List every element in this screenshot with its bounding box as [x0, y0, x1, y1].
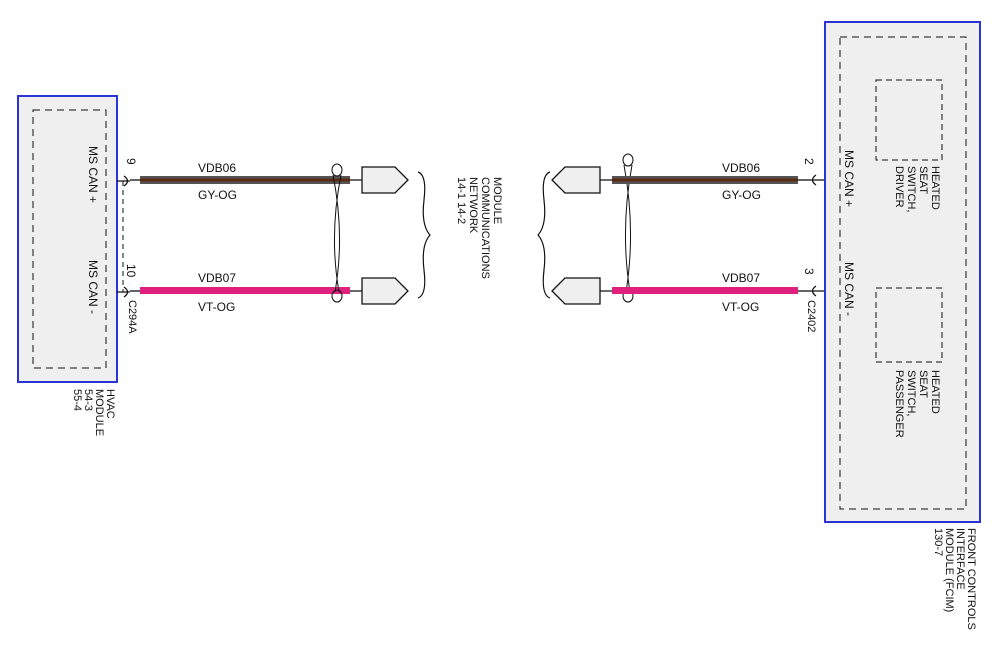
- fcim-pin-2: 2: [802, 158, 816, 165]
- right-wire-top-circuit: VDB06: [722, 161, 760, 175]
- fcim-module: MS CAN + MS CAN - HEATED SEAT SWITCH, DR…: [824, 21, 981, 630]
- left-twisted-pair-symbol: [331, 163, 343, 303]
- passenger-switch-line-1: HEATED: [929, 370, 941, 414]
- fcim-pin-3: 3: [802, 268, 816, 275]
- driver-switch-line-3: SWITCH,: [905, 166, 917, 212]
- fcim-module-box: [824, 21, 981, 523]
- driver-switch-line-1: HEATED: [929, 166, 941, 210]
- fcim-pin-label-can-plus: MS CAN +: [842, 150, 856, 207]
- right-wire-bottom-circuit: VDB07: [722, 271, 760, 285]
- hvac-pin-10: 10: [124, 264, 138, 278]
- heated-seat-switch-passenger-box: [875, 287, 943, 363]
- right-arrow-connector-top: [551, 166, 612, 194]
- fcim-module-name-line-2: INTERFACE: [954, 528, 966, 590]
- hvac-pin-10-symbol: [117, 286, 130, 298]
- hvac-module: MS CAN + MS CAN - HVAC MODULE 54-3 55-4: [17, 95, 118, 436]
- driver-switch-line-2: SEAT: [917, 166, 929, 194]
- right-wire-top-color: GY-OG: [722, 188, 761, 202]
- network-note-line-1: MODULE: [491, 177, 503, 224]
- right-arrow-connector-bottom: [551, 277, 612, 305]
- right-wire-bottom-color: VT-OG: [722, 300, 759, 314]
- network-note-line-4: 14-1 14-2: [455, 177, 467, 224]
- driver-switch-line-4: DRIVER: [893, 166, 905, 208]
- left-wire-bottom: VDB07 VT-OG: [130, 271, 350, 314]
- passenger-switch-line-2: SEAT: [917, 370, 929, 398]
- right-wire-bottom: VDB07 VT-OG: [612, 271, 810, 314]
- fcim-module-name-line-4: 130-7: [932, 528, 944, 556]
- hvac-pin-9: 9: [124, 158, 138, 165]
- network-note-line-3: NETWORK: [467, 177, 479, 234]
- hvac-pin-label-can-minus: MS CAN -: [86, 260, 100, 314]
- left-wire-top-color: GY-OG: [198, 188, 237, 202]
- hvac-connector-id: C294A: [126, 300, 138, 334]
- fcim-pin-label-can-minus: MS CAN -: [842, 262, 856, 316]
- fcim-module-name-line-3: MODULE (FCIM): [943, 528, 955, 612]
- left-wire-top: VDB06 GY-OG: [130, 161, 350, 202]
- left-wire-bottom-body: [140, 287, 350, 294]
- hvac-module-name-line-3: 54-3: [82, 389, 94, 411]
- right-wire-top: VDB06 GY-OG: [612, 161, 810, 202]
- passenger-switch-line-4: PASSENGER: [893, 370, 905, 438]
- fcim-module-inner-dashed: [839, 36, 967, 510]
- hvac-module-inner-dashed: [32, 109, 107, 369]
- left-brace: [417, 171, 431, 299]
- passenger-switch-line-3: SWITCH,: [905, 370, 917, 416]
- heated-seat-switch-driver-box: [875, 79, 943, 161]
- fcim-module-name-line-1: FRONT CONTROLS: [965, 528, 977, 630]
- right-brace: [537, 171, 551, 299]
- hvac-module-box: [17, 95, 118, 383]
- fcim-pin-3-symbol: [810, 285, 824, 297]
- left-arrow-connector-top: [350, 166, 409, 194]
- network-note-line-2: COMMUNICATIONS: [479, 177, 491, 279]
- hvac-pin-label-can-plus: MS CAN +: [86, 146, 100, 203]
- left-wire-bottom-circuit: VDB07: [198, 271, 236, 285]
- network-note: MODULE COMMUNICATIONS NETWORK 14-1 14-2: [455, 177, 503, 279]
- fcim-connector: 2 3 C2402: [802, 158, 824, 332]
- hvac-module-name-line-1: HVAC: [104, 389, 116, 419]
- fcim-pin-2-symbol: [810, 174, 824, 186]
- right-wire-bottom-body: [612, 287, 798, 294]
- hvac-module-name-line-4: 55-4: [71, 389, 83, 411]
- hvac-pin-9-symbol: [117, 175, 130, 187]
- left-wire-bottom-color: VT-OG: [198, 300, 235, 314]
- fcim-connector-id: C2402: [805, 300, 817, 332]
- left-wire-top-circuit: VDB06: [198, 161, 236, 175]
- hvac-module-name-line-2: MODULE: [93, 389, 105, 436]
- left-arrow-connector-bottom: [350, 277, 409, 305]
- hvac-connector: 9 10 C294A: [117, 158, 138, 334]
